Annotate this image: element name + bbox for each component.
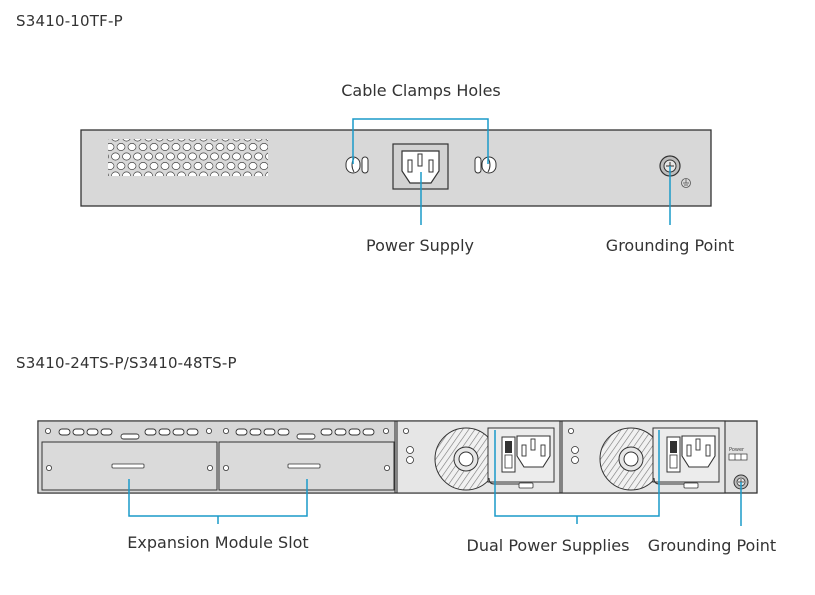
- power-indicator-block: Power: [728, 420, 758, 461]
- power-supply-socket: [392, 143, 449, 190]
- power-supply-module-2: [561, 420, 726, 494]
- expansion-module-slot-2: [218, 441, 395, 491]
- fan-grille-icon: [599, 427, 663, 491]
- callout-expansion-module-slot: Expansion Module Slot: [127, 533, 309, 552]
- callout-power-supply: Power Supply: [366, 236, 474, 255]
- ground-symbol-icon: [681, 178, 691, 188]
- callout-lines-bottom: [128, 430, 742, 526]
- power-switch-icon: [501, 436, 516, 473]
- callout-cable-clamps-holes: Cable Clamps Holes: [341, 81, 501, 100]
- bottom-switch-rear-panel: Power: [37, 420, 758, 494]
- ventilation-holes: [108, 139, 268, 176]
- power-switch-icon: [666, 436, 681, 473]
- vent-slots-left: [58, 428, 375, 440]
- power-led-label: Power: [729, 447, 745, 453]
- top-switch-rear-panel: [80, 129, 712, 207]
- cable-clamp-hole-left: [345, 156, 369, 174]
- callout-grounding-point-bottom: Grounding Point: [647, 536, 777, 555]
- ac-power-socket-2: [681, 435, 716, 468]
- model-label-top: S3410-10TF-P: [16, 12, 123, 30]
- model-label-bottom: S3410-24TS-P/S3410-48TS-P: [16, 354, 237, 372]
- fan-grille-icon: [434, 427, 498, 491]
- expansion-module-slot-1: [41, 441, 218, 491]
- ac-power-socket-1: [516, 435, 551, 468]
- callout-lines-top: [352, 118, 671, 225]
- cable-clamp-hole-right: [474, 156, 497, 174]
- callout-grounding-point-top: Grounding Point: [605, 236, 735, 255]
- power-supply-module-1: [396, 420, 561, 494]
- callout-dual-power-supplies: Dual Power Supplies: [466, 536, 630, 555]
